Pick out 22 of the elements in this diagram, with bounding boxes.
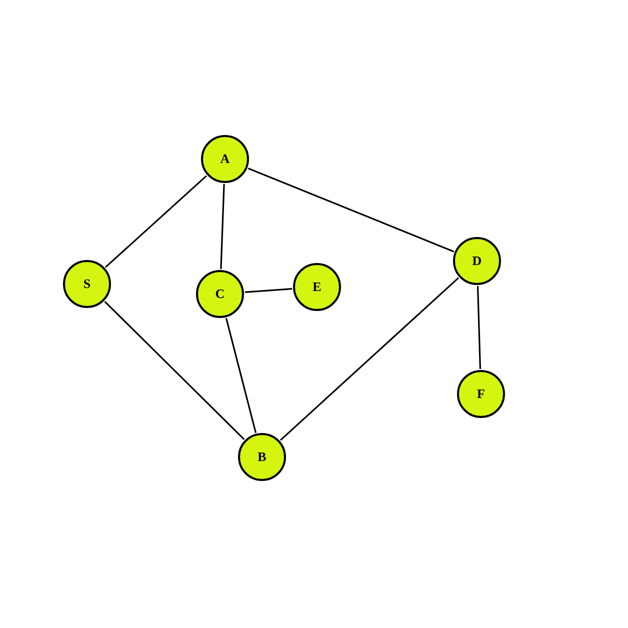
node-label: E [312,279,322,295]
graph-node [196,270,244,318]
graph-node [63,260,111,308]
edge-line [248,168,454,252]
graph-node [238,433,286,481]
edge-line [244,288,292,293]
node-label: B [258,449,266,465]
edge-line [225,318,257,433]
node-label: F [477,386,485,402]
graph-node [457,370,505,418]
node-label: A [220,151,230,167]
edge-line [220,184,225,270]
edge-line [104,301,245,440]
node-label: S [83,276,91,292]
graph-node [293,263,341,311]
graph-node [201,135,249,183]
node-label: D [472,253,482,269]
edge-line [280,277,460,441]
node-label: C [215,286,225,302]
edge-line [105,175,207,268]
graph-node [453,237,501,285]
edge-line [476,286,482,370]
